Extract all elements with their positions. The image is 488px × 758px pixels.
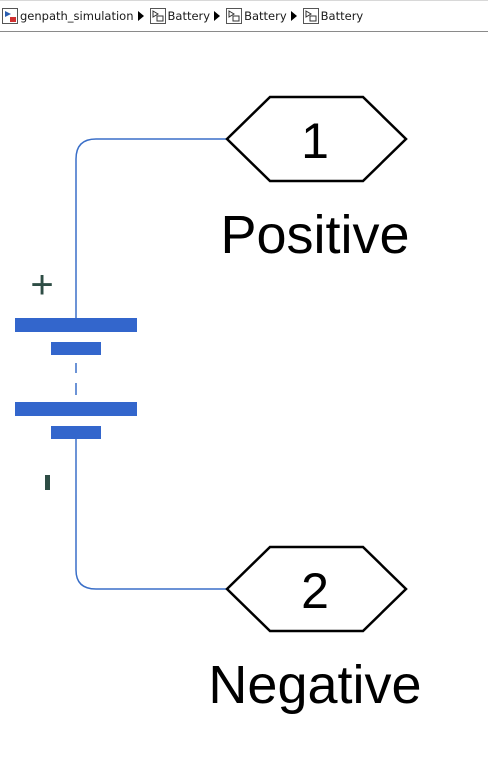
port-2-label: Negative [208, 655, 421, 715]
port-1-number: 1 [301, 113, 329, 169]
breadcrumb-label: Battery [167, 9, 211, 23]
port-negative[interactable]: 2 [225, 545, 408, 633]
port-2-hexagon [225, 545, 408, 633]
breadcrumb-label: Battery [320, 9, 364, 23]
battery-plate-long-1 [15, 318, 137, 332]
breadcrumb-label: Battery [244, 9, 287, 23]
battery-block[interactable]: + [15, 262, 137, 495]
positive-sign: + [30, 263, 53, 307]
negative-sign-mark [45, 475, 50, 490]
breadcrumb-item-battery-2[interactable]: Battery [226, 8, 287, 24]
battery-plate-short-1 [51, 342, 101, 355]
positive-connection-line[interactable] [75, 138, 227, 262]
battery-plate-short-2 [51, 426, 101, 439]
negative-connection-line[interactable] [75, 495, 227, 590]
triangle-right-icon [214, 11, 221, 21]
model-icon [2, 8, 18, 24]
port-2-number: 2 [301, 563, 329, 619]
subsystem-icon [149, 8, 166, 24]
triangle-right-icon [290, 11, 297, 21]
triangle-right-icon [137, 11, 144, 21]
breadcrumb-item-battery-3[interactable]: Battery [302, 8, 364, 24]
port-1-hexagon [225, 95, 408, 183]
breadcrumb-label: genpath_simulation [20, 9, 134, 23]
battery-plate-long-2 [15, 402, 137, 416]
breadcrumb-item-genpath-simulation[interactable]: genpath_simulation [2, 8, 134, 24]
port-positive[interactable]: 1 [225, 95, 408, 183]
breadcrumb: genpath_simulation Battery Battery Batte… [0, 0, 488, 32]
subsystem-icon [302, 8, 319, 24]
diagram-canvas: + 1 Positive 2 Negative [15, 95, 422, 715]
port-1-label: Positive [220, 205, 409, 265]
subsystem-icon [226, 8, 243, 24]
breadcrumb-item-battery-1[interactable]: Battery [149, 8, 211, 24]
